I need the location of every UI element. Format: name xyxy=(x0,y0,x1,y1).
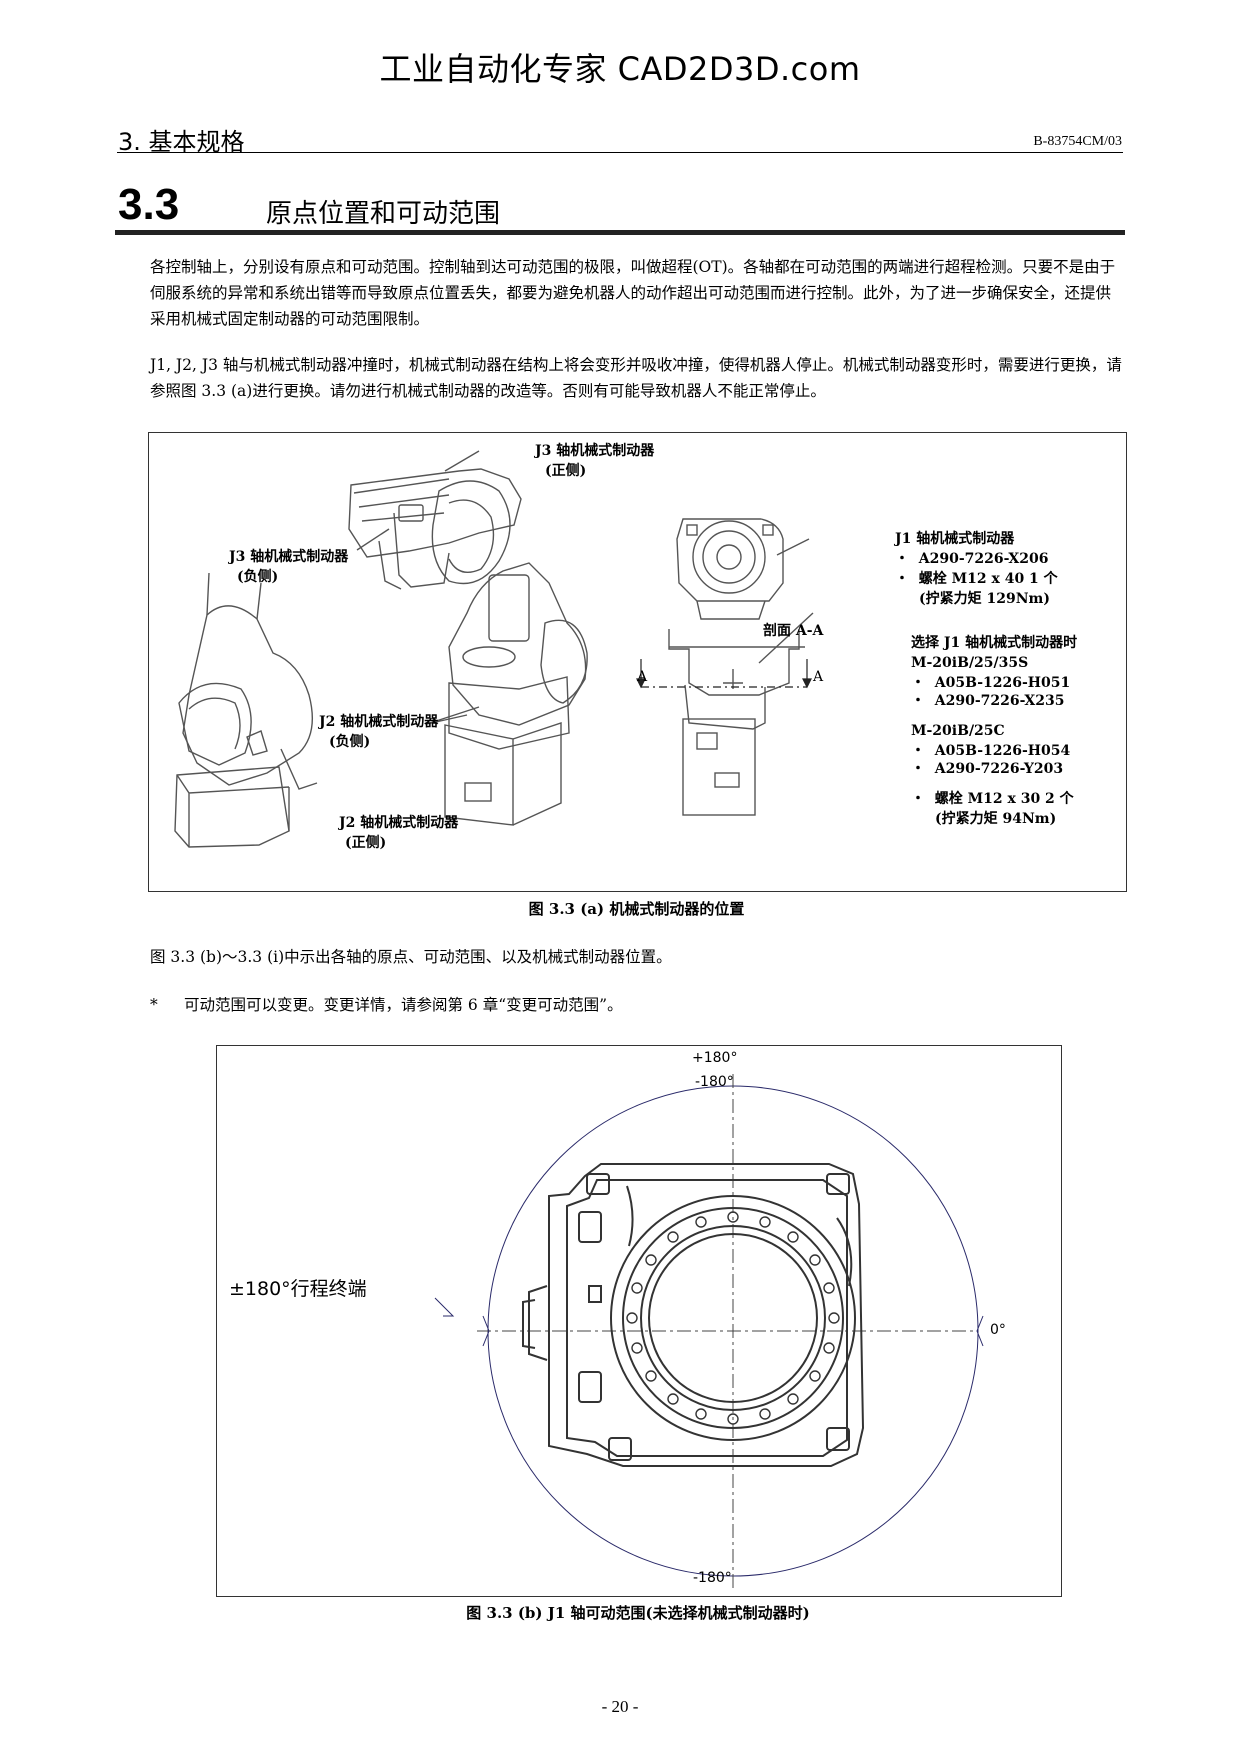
option-bolt-spec: 螺栓 M12 x 30 2 个 xyxy=(934,791,1074,807)
j2-neg-leader xyxy=(426,706,480,725)
j1-part-number: A290-7226-X206 xyxy=(918,551,1049,567)
label-minus-180-inner: -180° xyxy=(695,1074,734,1090)
opt-leader xyxy=(758,612,814,664)
m1-part-number-2: A290-7226-X235 xyxy=(934,693,1065,709)
stroke-end-leader xyxy=(434,1297,455,1317)
note-marker: * xyxy=(150,996,158,1014)
note-text: 可动范围可以变更。变更详情，请参阅第 6 章“变更可动范围”。 xyxy=(184,996,623,1014)
section-aa-label: 剖面 A-A xyxy=(763,623,824,639)
m1-part-number-1: A05B-1226-H051 xyxy=(934,675,1071,691)
stroke-end-arrows xyxy=(434,1297,984,1347)
figure-b-caption: 图 3.3 (b) J1 轴可动范围(未选择机械式制动器时) xyxy=(466,1604,810,1622)
label-plus-180: +180° xyxy=(692,1050,738,1066)
bullet: ・ xyxy=(911,743,925,759)
option-m2-part-1: ・ A05B-1226-H054 xyxy=(911,741,1070,761)
header-rule xyxy=(117,152,1123,153)
j2-middle-robot-drawing xyxy=(444,562,588,826)
m2-part-number-2: A290-7226-Y203 xyxy=(934,761,1064,777)
j3-positive-label: J3 轴机械式制动器 xyxy=(535,443,655,459)
label-minus-180: -180° xyxy=(693,1570,732,1586)
page-number: - 20 - xyxy=(601,1697,639,1716)
bullet: ・ xyxy=(911,693,925,709)
j3-arm-drawing xyxy=(348,468,522,590)
j1-section-drawing xyxy=(676,518,784,620)
j2-positive-label: J2 轴机械式制动器 xyxy=(339,815,459,831)
j2-pos-leader xyxy=(280,748,318,790)
center-lines xyxy=(477,1074,977,1590)
section-title: 原点位置和可动范围 xyxy=(266,199,501,229)
j3-negative-side: (负侧) xyxy=(237,569,279,585)
figure-b-frame: +180° -180° -180° 0° ±180°行程终端 xyxy=(216,1045,1062,1597)
figure-a-frame: J3 轴机械式制动器 (正侧) J3 轴机械式制动器 (负侧) J2 轴机械式制… xyxy=(148,432,1127,892)
figure-reference-paragraph: 图 3.3 (b)～3.3 (i)中示出各轴的原点、可动范围、以及机械式制动器位… xyxy=(150,948,672,966)
chapter-header: 3. 基本规格 xyxy=(118,128,245,156)
figure-a-caption: 图 3.3 (a) 机械式制动器的位置 xyxy=(528,900,745,918)
option-title: 选择 J1 轴机械式制动器时 xyxy=(911,635,1078,651)
j1-base-drawing xyxy=(522,1163,865,1467)
section-mark-left: A xyxy=(637,669,648,685)
section-rule xyxy=(115,230,1125,235)
bullet: ・ xyxy=(911,675,925,691)
j1-part-item: ・ A290-7226-X206 xyxy=(895,549,1049,569)
bolt-holes xyxy=(626,1211,840,1425)
option-m2-part-2: ・ A290-7226-Y203 xyxy=(911,759,1063,779)
j1-bolt-spec: 螺栓 M12 x 40 1 个 xyxy=(918,571,1058,587)
figure-a-drawing xyxy=(174,450,814,848)
j1-side-view-drawing xyxy=(668,629,805,816)
j2-left-robot-drawing xyxy=(174,572,314,848)
watermark-title: 工业自动化专家 CAD2D3D.com xyxy=(379,50,861,88)
document-number: B-83754CM/03 xyxy=(1033,134,1122,149)
j2-negative-side: (负侧) xyxy=(329,734,371,750)
section-number: 3.3 xyxy=(118,180,180,229)
option-m1-part-2: ・ A290-7226-X235 xyxy=(911,691,1065,711)
j2-positive-side: (正侧) xyxy=(345,835,387,851)
m2-part-number-1: A05B-1226-H054 xyxy=(934,743,1071,759)
stroke-end-label: ±180°行程终端 xyxy=(229,1278,367,1300)
j1-bolt-item: ・ 螺栓 M12 x 40 1 个 xyxy=(895,569,1058,589)
j1-leader xyxy=(776,538,810,556)
bullet: ・ xyxy=(911,791,925,807)
j3-negative-label: J3 轴机械式制动器 xyxy=(229,549,349,565)
j3-positive-side: (正侧) xyxy=(545,463,587,479)
intro-paragraph: 各控制轴上，分别设有原点和可动范围。控制轴到达可动范围的极限，叫做超程(OT)。… xyxy=(150,258,1116,328)
option-model-2: M-20iB/25C xyxy=(911,723,1005,739)
label-zero-degree: 0° xyxy=(990,1322,1006,1338)
j3-neg-leader xyxy=(356,528,390,551)
bullet: ・ xyxy=(911,761,925,777)
section-mark-right: A xyxy=(813,669,824,685)
bullet: ・ xyxy=(895,551,909,567)
option-bolt: ・ 螺栓 M12 x 30 2 个 xyxy=(911,789,1074,809)
figure-b-drawing xyxy=(434,1074,984,1590)
j1-torque: (拧紧力矩 129Nm) xyxy=(919,591,1050,607)
bullet: ・ xyxy=(895,571,909,587)
option-m1-part-1: ・ A05B-1226-H051 xyxy=(911,673,1070,693)
option-model-1: M-20iB/25/35S xyxy=(911,655,1029,671)
j1-stopper-label: J1 轴机械式制动器 xyxy=(895,531,1015,547)
section-cut-line xyxy=(636,659,812,689)
j2-negative-label: J2 轴机械式制动器 xyxy=(319,714,439,730)
stopper-paragraph: J1, J2, J3 轴与机械式制动器冲撞时，机械式制动器在结构上将会变形并吸收… xyxy=(150,356,1122,400)
j3-pos-leader xyxy=(444,450,480,472)
option-torque: (拧紧力矩 94Nm) xyxy=(935,811,1057,827)
